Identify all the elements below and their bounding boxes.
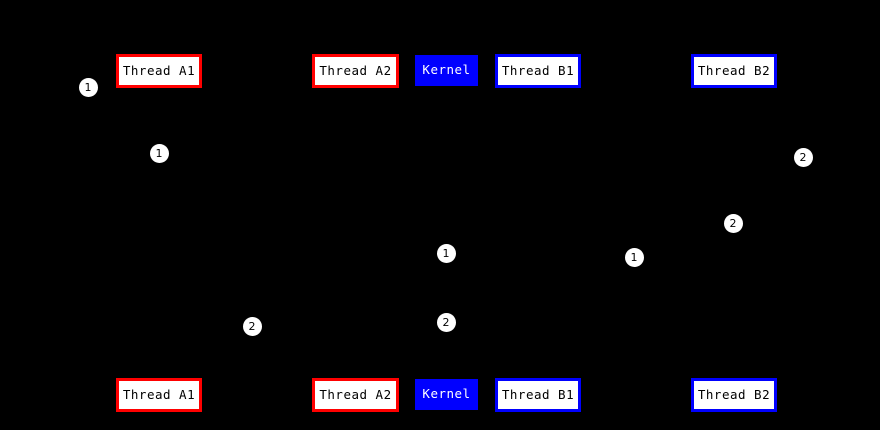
participant-label: Thread A2 bbox=[319, 386, 392, 402]
lifeline-stub-thread-b1-top bbox=[537, 88, 539, 92]
step-badge: 1 bbox=[78, 77, 98, 97]
participant-footer-thread-b1[interactable]: Thread B1 bbox=[495, 378, 581, 412]
step-badge: 2 bbox=[723, 213, 743, 233]
step-badge: 2 bbox=[242, 316, 262, 336]
participant-label: Thread B1 bbox=[501, 386, 575, 402]
lifeline-stub-thread-b2-top bbox=[733, 88, 735, 92]
lifeline-thread-b2 bbox=[734, 88, 735, 378]
step-badge: 2 bbox=[793, 147, 813, 167]
lifeline-kernel bbox=[446, 88, 447, 378]
step-badge: 1 bbox=[436, 243, 456, 263]
step-badge-label: 1 bbox=[84, 80, 92, 94]
participant-label: Thread A1 bbox=[122, 62, 196, 78]
participant-header-thread-b2[interactable]: Thread B2 bbox=[691, 54, 777, 88]
participant-footer-thread-b2[interactable]: Thread B2 bbox=[691, 378, 777, 412]
lifeline-stub-thread-b2-bottom bbox=[733, 374, 735, 378]
lifeline-stub-thread-a1-bottom bbox=[158, 374, 160, 378]
participant-label: Thread B2 bbox=[697, 386, 771, 402]
participant-header-thread-a2[interactable]: Thread A2 bbox=[312, 54, 399, 88]
step-badge-label: 1 bbox=[442, 246, 450, 260]
participant-label: Kernel bbox=[422, 386, 471, 402]
participant-header-kernel[interactable]: Kernel bbox=[415, 55, 478, 86]
participant-header-thread-b1[interactable]: Thread B1 bbox=[495, 54, 581, 88]
participant-label: Thread B1 bbox=[501, 62, 575, 78]
step-badge-label: 2 bbox=[442, 315, 450, 329]
lifeline-stub-thread-b1-bottom bbox=[537, 374, 539, 378]
participant-header-thread-a1[interactable]: Thread A1 bbox=[116, 54, 202, 88]
participant-footer-thread-a1[interactable]: Thread A1 bbox=[116, 378, 202, 412]
step-badge-label: 1 bbox=[155, 146, 163, 160]
lifeline-stub-thread-a2-top bbox=[354, 88, 356, 92]
message-arrow-1 bbox=[159, 153, 355, 154]
lifeline-thread-a1 bbox=[159, 88, 160, 378]
participant-label: Thread A1 bbox=[122, 386, 196, 402]
message-arrow-2 bbox=[446, 253, 538, 254]
lifeline-thread-b1 bbox=[538, 88, 539, 378]
step-badge: 1 bbox=[149, 143, 169, 163]
participant-label: Thread B2 bbox=[697, 62, 771, 78]
step-badge-label: 2 bbox=[248, 319, 256, 333]
step-badge-label: 2 bbox=[729, 216, 737, 230]
message-arrow-4 bbox=[355, 322, 446, 323]
step-badge-label: 2 bbox=[799, 150, 807, 164]
lifeline-stub-kernel-bottom bbox=[445, 375, 447, 379]
step-badge-label: 1 bbox=[630, 250, 638, 264]
lifeline-stub-kernel-top bbox=[445, 86, 447, 90]
lifeline-stub-thread-a2-bottom bbox=[354, 374, 356, 378]
participant-label: Kernel bbox=[422, 62, 471, 78]
lifeline-thread-a2 bbox=[355, 88, 356, 378]
participant-footer-kernel[interactable]: Kernel bbox=[415, 379, 478, 410]
lifeline-stub-thread-a1-top bbox=[158, 88, 160, 92]
participant-label: Thread A2 bbox=[319, 62, 392, 78]
step-badge: 2 bbox=[436, 312, 456, 332]
participant-footer-thread-a2[interactable]: Thread A2 bbox=[312, 378, 399, 412]
step-badge: 1 bbox=[624, 247, 644, 267]
